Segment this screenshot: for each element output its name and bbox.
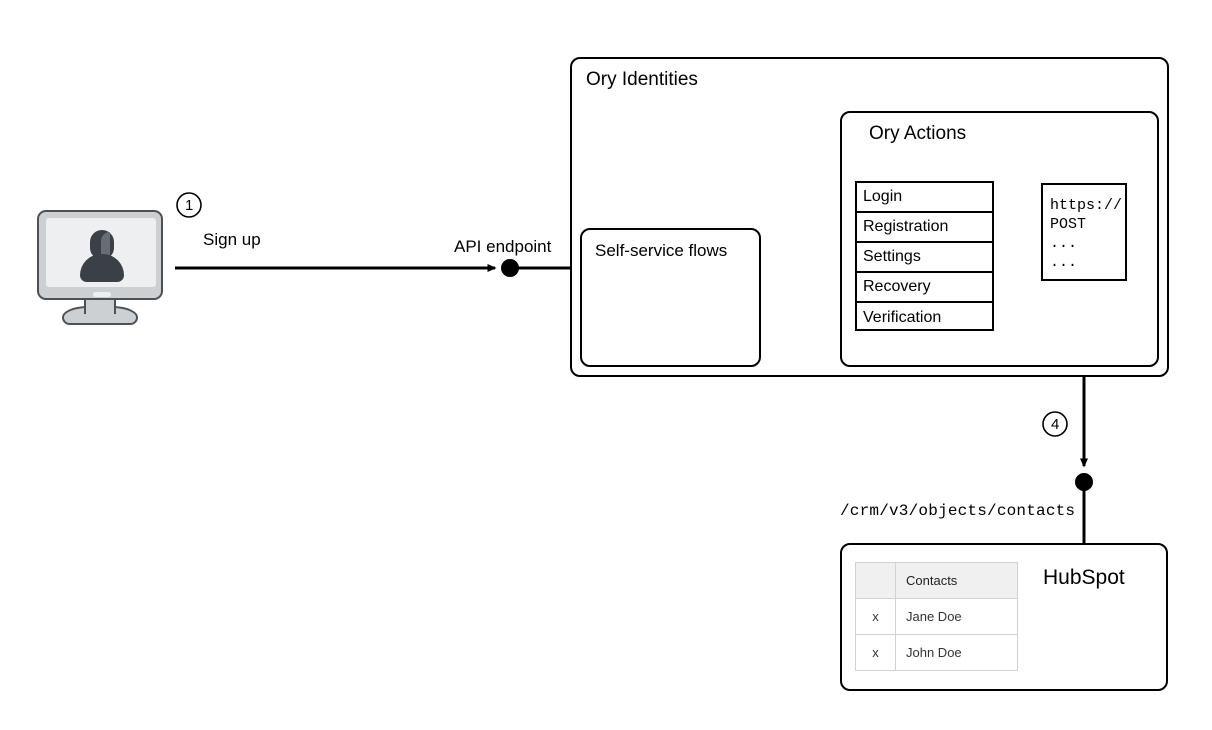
flow-label: Login bbox=[863, 188, 903, 205]
step-1-number: 1 bbox=[185, 197, 194, 214]
flow-list-item-registration[interactable]: Registration bbox=[857, 213, 992, 243]
row-mark[interactable]: x bbox=[855, 634, 896, 671]
table-row[interactable]: x John Doe bbox=[855, 634, 1018, 671]
row-contact-name: John Doe bbox=[895, 634, 1018, 671]
api-endpoint-label: API endpoint bbox=[454, 237, 552, 256]
avatar-shoulders bbox=[80, 254, 124, 282]
table-header-checkbox bbox=[855, 562, 896, 599]
table-header-contacts: Contacts bbox=[895, 562, 1018, 599]
flow-list-item-verification[interactable]: Verification bbox=[857, 303, 992, 333]
webhook-box[interactable]: https:// POST ... ... bbox=[1041, 183, 1127, 281]
user-avatar-icon bbox=[79, 230, 125, 282]
table-row[interactable]: x Jane Doe bbox=[855, 598, 1018, 635]
flow-list-item-settings[interactable]: Settings bbox=[857, 243, 992, 273]
crm-endpoint-path: /crm/v3/objects/contacts bbox=[840, 502, 1076, 520]
ory-identities-title: Ory Identities bbox=[586, 69, 698, 90]
flow-label: Recovery bbox=[863, 278, 931, 295]
webhook-line-method: POST bbox=[1050, 216, 1087, 233]
hubspot-endpoint-dot bbox=[1075, 473, 1093, 491]
signup-label: Sign up bbox=[203, 230, 261, 249]
self-service-flows-title: Self-service flows bbox=[595, 241, 728, 260]
row-mark[interactable]: x bbox=[855, 598, 896, 635]
flow-label: Verification bbox=[863, 309, 942, 326]
ory-actions-flow-list: Login Registration Settings Recovery Ver… bbox=[855, 181, 994, 331]
flow-list-item-recovery[interactable]: Recovery bbox=[857, 273, 992, 303]
webhook-line-url: https:// bbox=[1050, 197, 1123, 214]
api-endpoint-dot bbox=[501, 259, 519, 277]
webhook-line-body-1: ... bbox=[1050, 235, 1078, 252]
flow-label: Settings bbox=[863, 248, 921, 265]
monitor-user-icon bbox=[37, 210, 163, 325]
monitor-neck bbox=[84, 298, 116, 314]
flow-label: Registration bbox=[863, 218, 949, 235]
row-contact-name: Jane Doe bbox=[895, 598, 1018, 635]
monitor-notch bbox=[93, 292, 111, 297]
monitor-body bbox=[37, 210, 163, 300]
hubspot-title: HubSpot bbox=[1043, 566, 1125, 589]
contacts-table[interactable]: Contacts x Jane Doe x John Doe bbox=[855, 562, 1018, 671]
avatar-highlight bbox=[101, 232, 110, 256]
flow-list-item-login[interactable]: Login bbox=[857, 183, 992, 213]
step-4-number: 4 bbox=[1051, 416, 1060, 433]
table-header-row: Contacts bbox=[855, 562, 1018, 599]
webhook-line-body-2: ... bbox=[1050, 254, 1078, 271]
ory-actions-title: Ory Actions bbox=[869, 123, 967, 144]
self-service-flows-box[interactable] bbox=[580, 228, 761, 367]
